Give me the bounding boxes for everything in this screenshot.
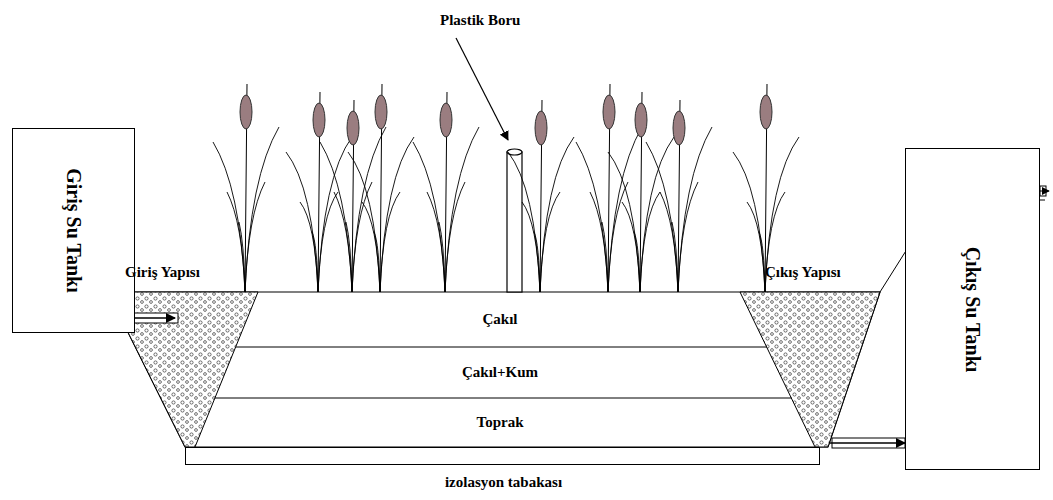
leader-line xyxy=(456,38,508,140)
cattail-leaf xyxy=(320,142,352,292)
soil-layer: Toprak xyxy=(262,399,738,446)
inlet-structure: Giriş Yapısı xyxy=(175,292,260,447)
cattail-leaf xyxy=(334,192,352,292)
flow-arrow xyxy=(830,442,905,443)
cattail-head xyxy=(635,103,647,137)
node-label: Çakıl+Kum xyxy=(462,364,538,381)
cattail-head xyxy=(240,95,252,129)
cattail-leaf xyxy=(622,202,640,292)
inlet-tank: Giriş Su Tankı xyxy=(12,128,135,333)
cattail-leaf xyxy=(540,137,574,292)
outlet-tank: Çıkış Su Tankı xyxy=(905,148,1040,470)
cattail-leaf xyxy=(348,152,380,292)
cattail-leaf xyxy=(245,127,279,292)
cattail-head xyxy=(440,103,452,137)
part-label: Plastik Boru xyxy=(440,12,520,29)
outlet-structure: Çıkış Yapısı xyxy=(745,292,830,447)
drain-arrow xyxy=(1040,191,1049,192)
cattail-head xyxy=(673,111,685,145)
cattail-leaf xyxy=(590,192,608,292)
cattail-head xyxy=(375,95,387,129)
gravel-layer: Çakıl xyxy=(262,293,738,346)
node-label: Giriş Yapısı xyxy=(125,264,200,281)
cattail-leaf xyxy=(540,192,560,292)
cattail-leaf xyxy=(634,232,640,292)
cattail-leaf xyxy=(227,192,245,292)
cattail-leaf xyxy=(380,192,400,292)
cattail-leaf xyxy=(380,137,414,292)
gravel-sand-layer: Çakıl+Kum xyxy=(262,348,738,397)
cattail-head xyxy=(313,103,325,137)
cattail-leaf xyxy=(445,127,479,292)
flow-arrow xyxy=(135,317,175,318)
cattail-leaf xyxy=(640,192,660,292)
cattail-leaf xyxy=(318,192,338,292)
node-label: Toprak xyxy=(477,414,524,431)
cattail-leaf xyxy=(576,142,608,292)
cattail-leaf xyxy=(733,152,765,292)
cattail-leaf xyxy=(213,142,245,292)
cattail-leaf xyxy=(346,222,352,292)
cattail-leaf xyxy=(759,232,765,292)
cattail-leaf xyxy=(646,142,678,292)
cattail-leaf xyxy=(602,222,608,292)
basin-outline xyxy=(108,292,880,447)
cattail-leaf xyxy=(439,222,445,292)
cattail-leaf xyxy=(672,222,678,292)
cattail-leaf xyxy=(427,192,445,292)
node-label: Çıkış Yapısı xyxy=(765,264,841,281)
cattail-plants xyxy=(213,84,799,292)
cattail-leaf xyxy=(413,142,445,292)
cattail-leaf xyxy=(522,202,540,292)
cattail-leaf xyxy=(608,152,640,292)
cattail-leaf xyxy=(640,137,674,292)
cattail-leaf xyxy=(660,192,678,292)
node-label: izolasyon tabakası xyxy=(445,474,562,491)
cattail-leaf xyxy=(374,232,380,292)
node-label: Çıkış Su Tankı xyxy=(961,246,984,372)
cattail-leaf xyxy=(312,232,318,292)
layer-line xyxy=(236,347,767,348)
cattail-leaf xyxy=(286,152,318,292)
cattail-leaf xyxy=(534,232,540,292)
cattail-leaf xyxy=(239,222,245,292)
cattail-leaf xyxy=(362,202,380,292)
cattail-head xyxy=(535,111,547,145)
node-label: Giriş Su Tankı xyxy=(62,168,85,293)
node-label: Çakıl xyxy=(482,311,517,328)
cattail-head xyxy=(347,111,359,145)
cattail-leaf xyxy=(608,127,642,292)
layer-line xyxy=(215,398,791,399)
outlet-gravel xyxy=(740,292,880,447)
cattail-leaf xyxy=(508,152,540,292)
cattail-leaf xyxy=(678,127,712,292)
cattail-leaf xyxy=(318,137,352,292)
cattail-head xyxy=(603,95,615,129)
insulation-layer: izolasyon tabakası xyxy=(185,447,820,465)
cattail-leaf xyxy=(300,202,318,292)
cattail-head xyxy=(760,95,772,129)
cattail-leaf xyxy=(747,202,765,292)
